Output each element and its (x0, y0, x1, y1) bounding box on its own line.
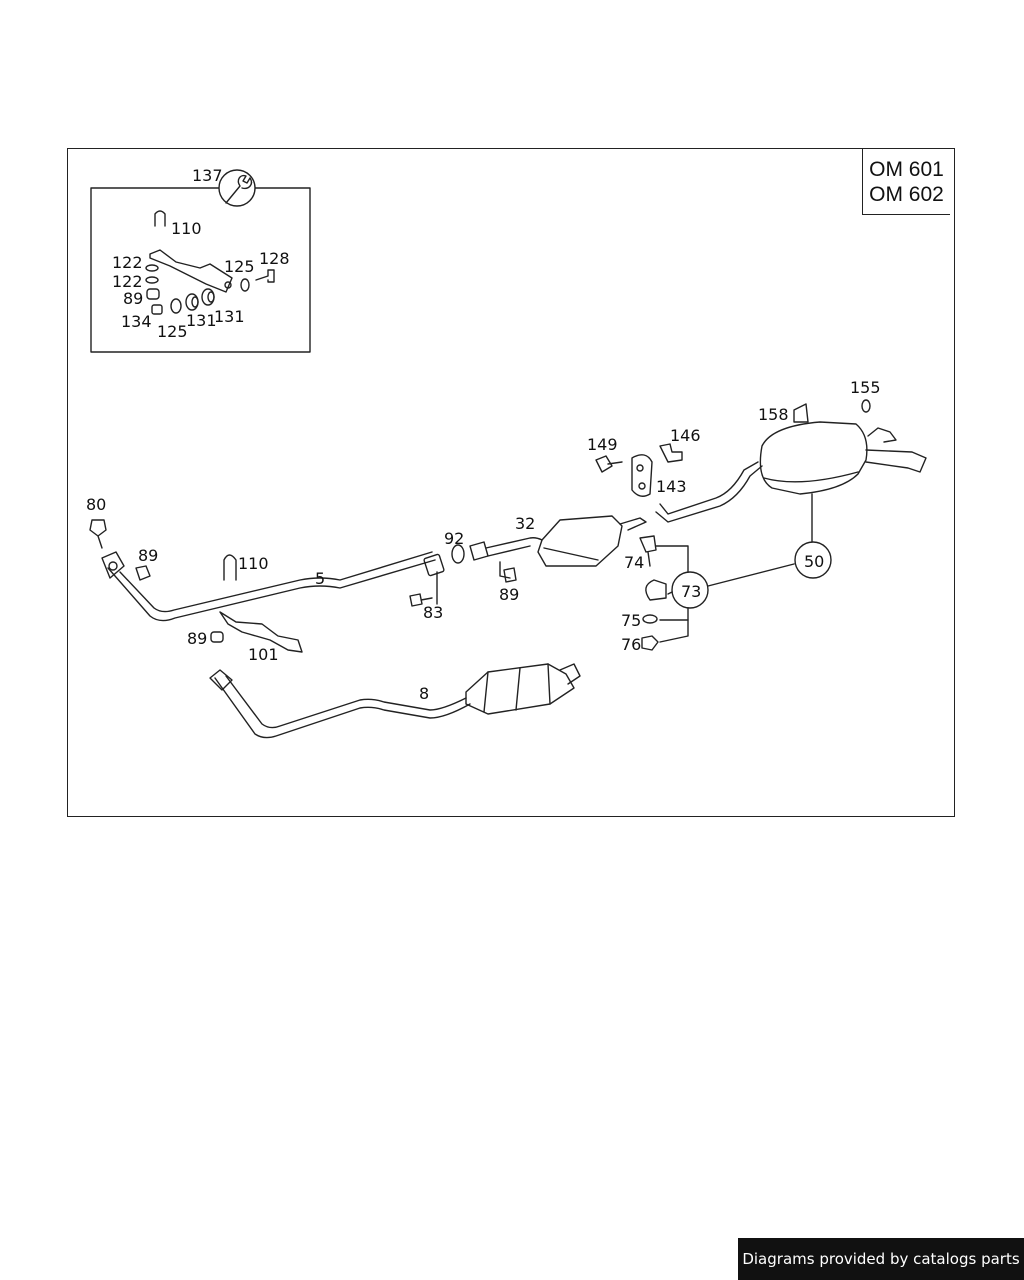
bracket-101 (219, 611, 303, 653)
wrench-icon (218, 169, 256, 207)
callout-89-c: 89 (187, 629, 207, 648)
callout-74: 74 (624, 553, 644, 572)
rubber-bushing (793, 403, 809, 423)
u-clamp-2 (223, 554, 237, 581)
callout-73: 73 (681, 582, 701, 601)
rear-pipe (655, 465, 763, 523)
middle-pipe (485, 537, 543, 549)
callout-122-b: 122 (112, 272, 143, 291)
callout-8: 8 (419, 684, 429, 703)
callout-122: 122 (112, 253, 143, 272)
engine-code-1: OM 601 (869, 157, 944, 181)
callout-131-b: 131 (214, 307, 245, 326)
engine-code-box: OM 601 OM 602 (862, 149, 950, 215)
attribution-badge: Diagrams provided by catalogs parts (738, 1238, 1024, 1280)
callout-146: 146 (670, 426, 701, 445)
callout-155: 155 (850, 378, 881, 397)
front-pipe (107, 559, 436, 622)
callout-32: 32 (515, 514, 535, 533)
middle-silencer (537, 515, 623, 567)
callout-92: 92 (444, 529, 464, 548)
callout-110: 110 (171, 219, 202, 238)
callout-110-b: 110 (238, 554, 269, 573)
callout-125: 125 (157, 322, 188, 341)
callout-131: 131 (186, 311, 217, 330)
callout-circle-50 (794, 541, 832, 579)
callout-83: 83 (423, 603, 443, 622)
callout-101: 101 (248, 645, 279, 664)
callout-89-b: 89 (138, 546, 158, 565)
callout-137: 137 (192, 166, 223, 185)
catalytic-converter (465, 663, 575, 715)
callout-50: 50 (804, 552, 824, 571)
callout-128: 128 (259, 249, 290, 268)
callout-134: 134 (121, 312, 152, 331)
callout-76: 76 (621, 635, 641, 654)
u-clamp (154, 210, 166, 227)
rubber-hanger (631, 454, 653, 497)
callout-circle-73 (671, 571, 709, 609)
callout-143: 143 (656, 477, 687, 496)
callout-89: 89 (123, 289, 143, 308)
diagram-frame: OM 601 OM 602 (67, 148, 955, 817)
callout-75: 75 (621, 611, 641, 630)
callout-89-d: 89 (499, 585, 519, 604)
callout-5: 5 (315, 569, 325, 588)
callout-125-b: 125 (224, 257, 255, 276)
callout-149: 149 (587, 435, 618, 454)
inset-bracket (149, 249, 233, 293)
mounting-kit-inset (90, 187, 311, 353)
engine-code-2: OM 602 (869, 182, 944, 206)
callout-158: 158 (758, 405, 789, 424)
callout-80: 80 (86, 495, 106, 514)
catalyst-pipe (214, 677, 471, 739)
rear-muffler (759, 421, 868, 495)
